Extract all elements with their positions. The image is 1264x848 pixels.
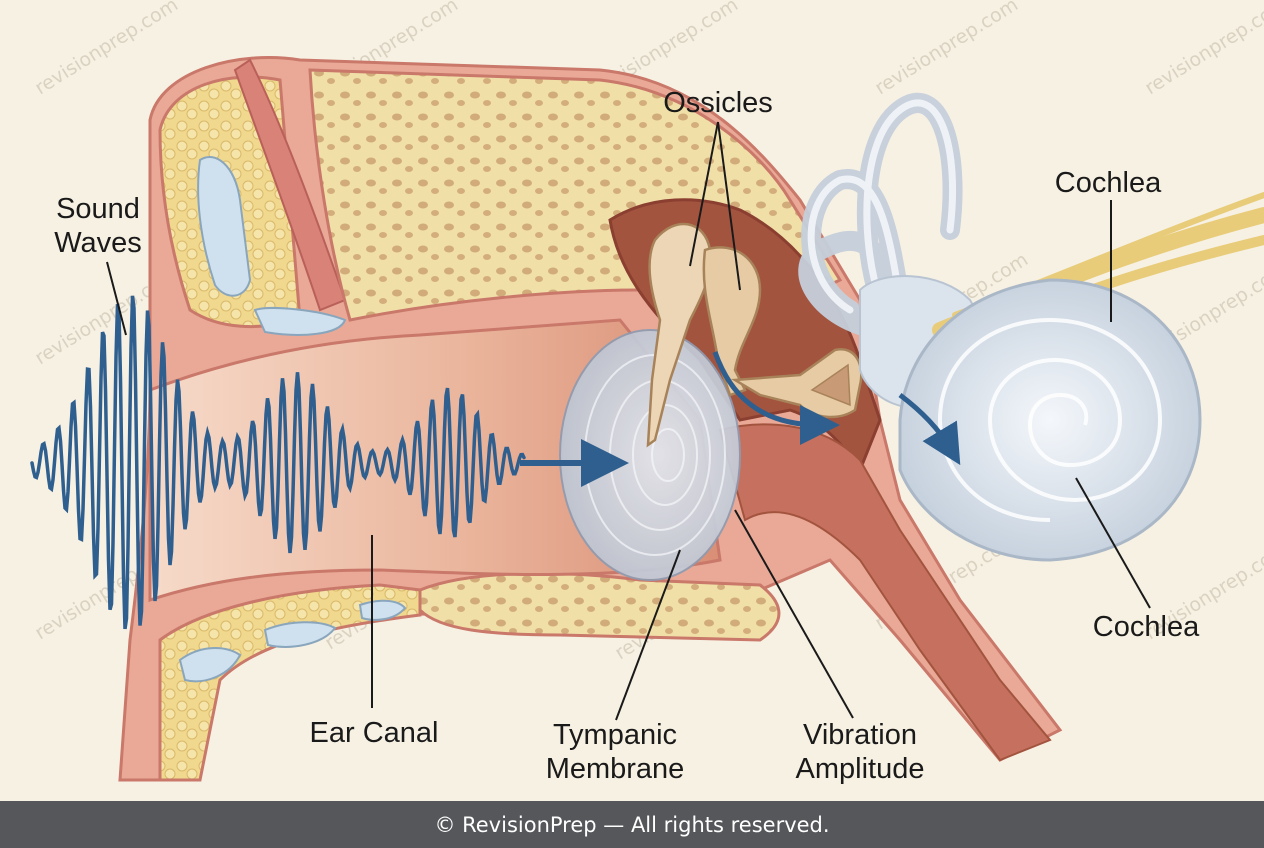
tympanic-membrane-shape <box>559 329 741 581</box>
label-ossicles: Ossicles <box>663 87 773 119</box>
cochlea-shape <box>898 278 1202 562</box>
label-cochlea-bottom: Cochlea <box>1092 611 1200 643</box>
label-vibration-amplitude: Vibration Amplitude <box>795 719 925 785</box>
label-tympanic-membrane: Tympanic Membrane <box>545 719 685 785</box>
leader-lines <box>106 121 1151 721</box>
footer-bar: © RevisionPrep — All rights reserved. <box>0 801 1264 848</box>
upper-vessel-2 <box>253 307 347 336</box>
muscle-band <box>233 58 347 312</box>
ossicle-arrow <box>712 351 840 445</box>
label-cochlea-top: Cochlea <box>1054 167 1162 199</box>
label-sound-waves: Sound Waves <box>54 193 142 259</box>
label-ear-canal: Ear Canal <box>309 717 439 749</box>
semicircular-canals-highlight <box>807 99 956 314</box>
sound-wave <box>30 295 526 630</box>
cochlea-arrow <box>898 393 961 466</box>
eustachian-tube <box>718 423 1052 762</box>
lower-vessel-1 <box>178 647 242 683</box>
upper-vessel <box>197 155 252 297</box>
temporal-bone-lower <box>418 571 781 642</box>
lower-vessel-2 <box>263 621 337 648</box>
copyright-text: © RevisionPrep — All rights reserved. <box>434 812 830 837</box>
lower-cartilage <box>158 583 422 782</box>
